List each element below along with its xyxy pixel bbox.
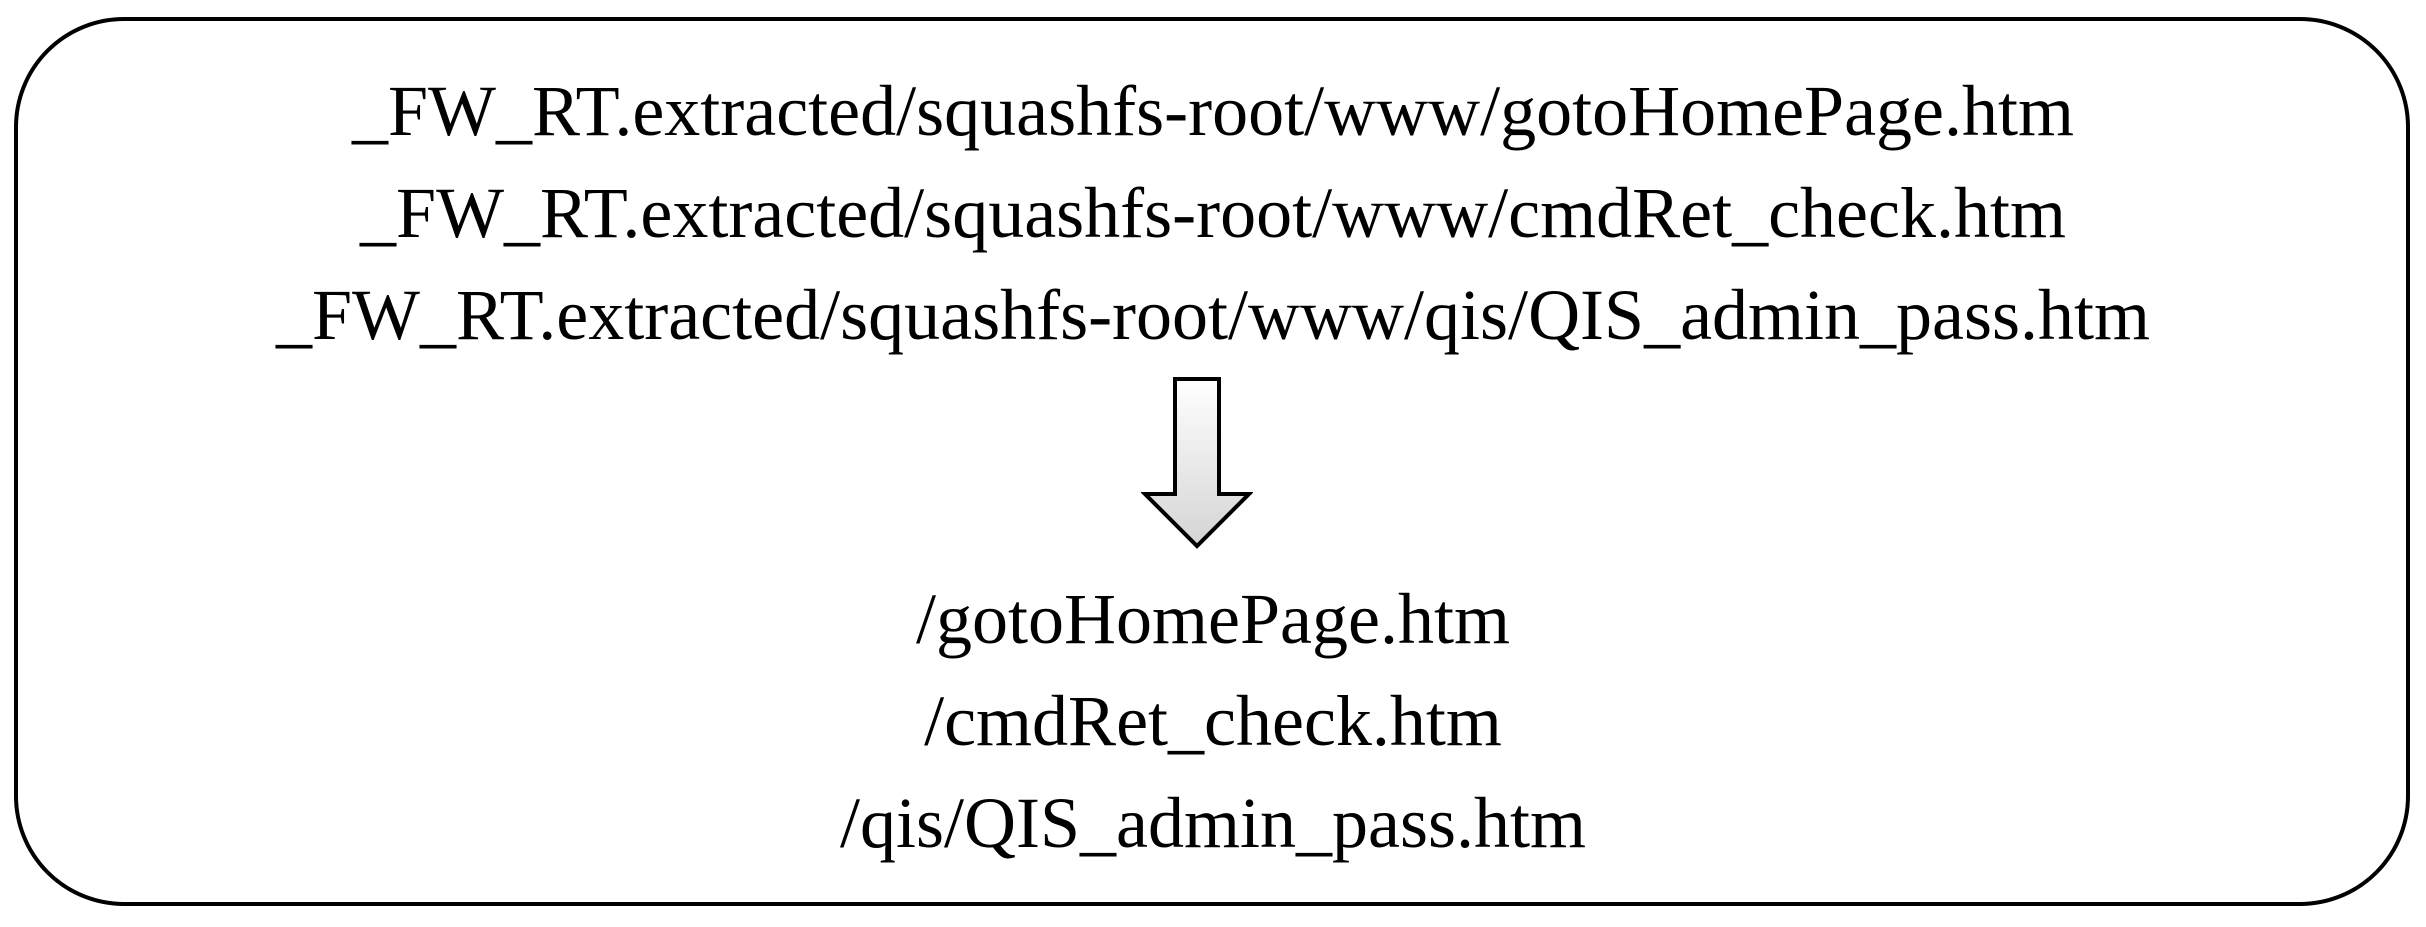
target-path-list: /gotoHomePage.htm /cmdRet_check.htm /qis… [0, 568, 2426, 874]
target-path: /cmdRet_check.htm [924, 681, 1502, 761]
down-arrow-icon [1141, 377, 1253, 549]
source-path: _FW_RT.extracted/squashfs-root/www/qis/Q… [275, 275, 2151, 355]
down-arrow-shape [1141, 377, 1253, 549]
source-path: _FW_RT.extracted/squashfs-root/www/cmdRe… [360, 173, 2066, 253]
target-path: /gotoHomePage.htm [916, 579, 1510, 659]
target-path: /qis/QIS_admin_pass.htm [839, 783, 1586, 863]
source-path: _FW_RT.extracted/squashfs-root/www/gotoH… [351, 71, 2075, 151]
source-path-list: _FW_RT.extracted/squashfs-root/www/gotoH… [0, 60, 2426, 366]
